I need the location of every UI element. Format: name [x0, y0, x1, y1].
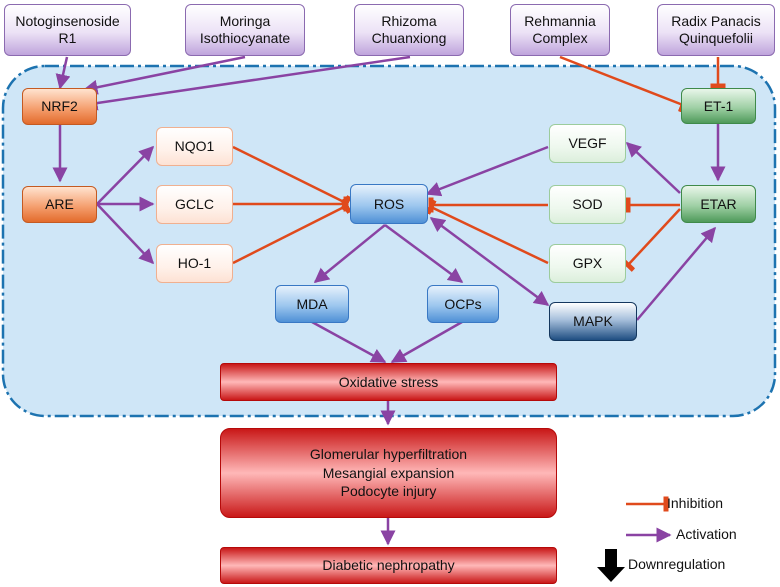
drug-rhizoma: Rhizoma Chuanxiong	[354, 4, 464, 56]
node-ros-label: ROS	[373, 195, 405, 212]
node-sod: SOD	[549, 185, 626, 224]
node-sod-label: SOD	[572, 196, 603, 213]
inhibit-etar-gpx	[620, 208, 681, 272]
node-gclc-label: GCLC	[175, 196, 214, 213]
node-ros: ROS	[350, 184, 428, 224]
arrow-ros-mda	[313, 224, 386, 283]
node-ocps-label: OCPs	[444, 295, 482, 312]
bar-oxidative-stress: Oxidative stress	[220, 363, 557, 401]
drug-radix: Radix Panacis Quinquefolii	[657, 4, 775, 56]
drug-rehmannia-label: Rehmannia Complex	[524, 13, 596, 46]
node-mapk: MAPK	[549, 302, 637, 341]
inhibit-ho1-ros	[232, 198, 352, 265]
node-etar: ETAR	[681, 185, 756, 223]
inhibit-gpx-ros	[425, 199, 549, 265]
legend-downregulation-label: Downregulation	[628, 556, 726, 572]
bar-oxidative-stress-label: Oxidative stress	[338, 373, 439, 390]
node-gpx-label: GPX	[572, 255, 603, 272]
arrow-ocps-oxidative	[390, 320, 463, 364]
node-vegf-label: VEGF	[568, 135, 607, 152]
node-et1-label: ET-1	[703, 97, 734, 114]
node-mapk-label: MAPK	[573, 313, 613, 330]
node-nrf2-label: NRF2	[41, 98, 78, 115]
bar-glomerular-injury: Glomerular hyperfiltration Mesangial exp…	[220, 428, 557, 518]
drug-notoginsenoside-label: Notoginsenoside R1	[15, 13, 120, 46]
node-et1: ET-1	[681, 88, 756, 124]
drug-notoginsenoside: Notoginsenoside R1	[4, 4, 131, 56]
arrow-moringa-nrf2	[82, 55, 246, 95]
legend-downregulation-arrow	[597, 549, 625, 582]
node-gclc: GCLC	[156, 185, 233, 224]
node-are: ARE	[22, 186, 97, 223]
node-ocps: OCPs	[427, 285, 499, 323]
drug-moringa: Moringa Isothiocyanate	[185, 4, 305, 56]
drug-rehmannia: Rehmannia Complex	[510, 4, 610, 56]
arrow-are-ho1	[96, 203, 155, 265]
node-nrf2: NRF2	[22, 88, 97, 125]
legend-activation-label: Activation	[676, 526, 737, 542]
node-mda: MDA	[275, 285, 349, 323]
drug-rhizoma-label: Rhizoma Chuanxiong	[371, 13, 447, 46]
node-nqo1: NQO1	[156, 127, 233, 166]
drug-radix-label: Radix Panacis Quinquefolii	[671, 13, 761, 46]
arrow-mapk-etar	[636, 226, 716, 321]
node-ho1: HO-1	[156, 244, 233, 283]
legend-inhibition-label: Inhibition	[667, 495, 724, 511]
node-gpx: GPX	[549, 244, 626, 283]
arrow-vegf-ros	[425, 145, 549, 197]
node-ho1-label: HO-1	[177, 255, 212, 272]
node-nqo1-label: NQO1	[174, 138, 215, 155]
inhibit-nqo1-ros	[232, 145, 352, 211]
arrow-rhizoma-nrf2	[82, 55, 411, 111]
bar-diabetic-nephropathy: Diabetic nephropathy	[220, 547, 557, 584]
node-mda-label: MDA	[296, 295, 328, 312]
bar-diabetic-nephropathy-label: Diabetic nephropathy	[322, 557, 455, 574]
node-are-label: ARE	[45, 196, 74, 213]
drug-moringa-label: Moringa Isothiocyanate	[199, 13, 291, 46]
arrow-notoginsenoside-nrf2	[55, 56, 71, 90]
arrow-are-nqo1	[96, 145, 155, 205]
node-etar-label: ETAR	[700, 195, 737, 212]
arrow-mda-oxidative	[311, 320, 387, 364]
arrow-ros-mapk	[429, 216, 550, 307]
bar-glomerular-injury-label: Glomerular hyperfiltration Mesangial exp…	[309, 445, 468, 500]
node-vegf: VEGF	[549, 124, 626, 163]
inhibit-rehmannia-et1	[559, 55, 689, 113]
arrow-etar-vegf	[625, 141, 681, 194]
